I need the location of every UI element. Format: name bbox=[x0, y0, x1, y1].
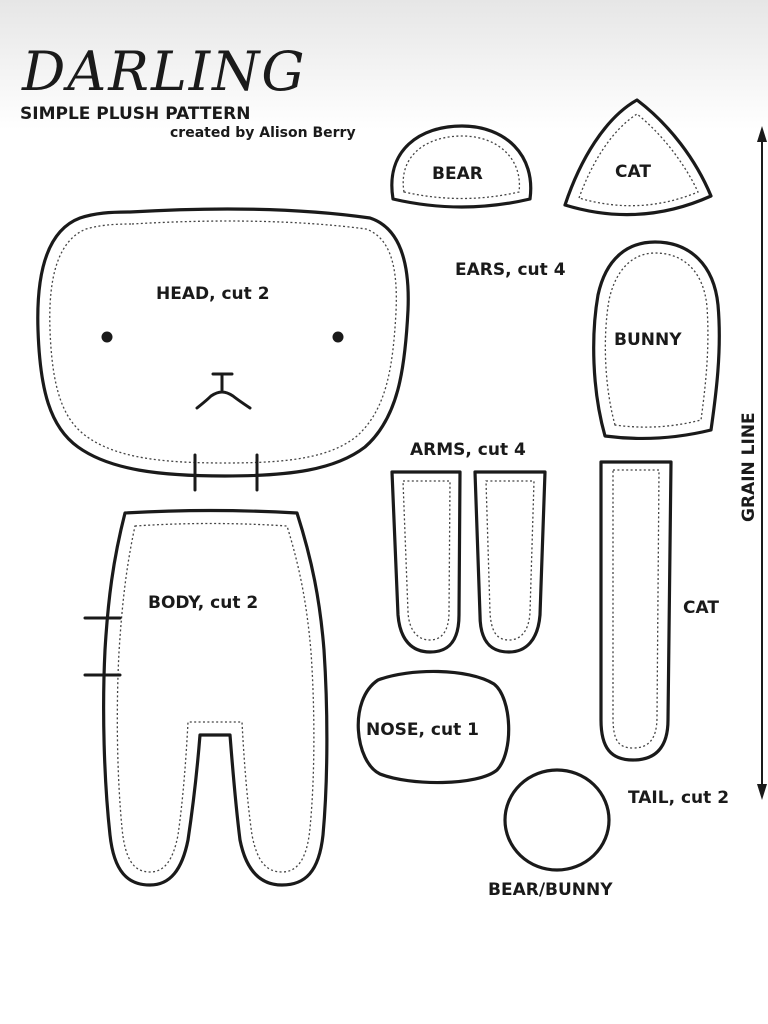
nose-piece: NOSE, cut 1 bbox=[356, 669, 511, 785]
bear-ear-piece: BEAR bbox=[390, 124, 533, 209]
bear-bunny-tail-piece bbox=[503, 768, 611, 872]
grain-line-label: GRAIN LINE bbox=[739, 412, 759, 522]
cat-ear-piece: CAT bbox=[563, 98, 713, 217]
bear-bunny-tail-label: BEAR/BUNNY bbox=[488, 880, 613, 900]
bunny-ear-label: BUNNY bbox=[614, 330, 682, 350]
ears-caption: EARS, cut 4 bbox=[455, 260, 566, 280]
head-label: HEAD, cut 2 bbox=[156, 284, 270, 304]
nose-label: NOSE, cut 1 bbox=[366, 720, 479, 740]
left-eye bbox=[101, 331, 113, 343]
pattern-subtitle: SIMPLE PLUSH PATTERN bbox=[20, 104, 250, 124]
head-piece: HEAD, cut 2 bbox=[36, 207, 410, 492]
right-eye bbox=[332, 331, 344, 343]
head-neck-notches bbox=[193, 453, 259, 492]
pattern-title: DARLING bbox=[21, 40, 307, 103]
face-mouth bbox=[195, 372, 252, 410]
bunny-ear-piece: BUNNY bbox=[592, 240, 721, 441]
body-piece: BODY, cut 2 bbox=[83, 508, 329, 887]
arms-caption: ARMS, cut 4 bbox=[410, 440, 526, 460]
body-side-notches bbox=[83, 616, 122, 677]
body-label: BODY, cut 2 bbox=[148, 593, 258, 613]
arm-piece-right bbox=[473, 470, 547, 654]
cat-tail-piece bbox=[599, 460, 673, 762]
tail-caption: TAIL, cut 2 bbox=[628, 788, 729, 808]
arm-piece-left bbox=[390, 470, 462, 654]
pattern-credit: created by Alison Berry bbox=[170, 125, 356, 141]
cat-tail-label: CAT bbox=[683, 598, 719, 618]
bear-ear-label: BEAR bbox=[432, 164, 483, 184]
grain-line-arrow bbox=[757, 126, 767, 800]
cat-ear-label: CAT bbox=[615, 162, 651, 182]
